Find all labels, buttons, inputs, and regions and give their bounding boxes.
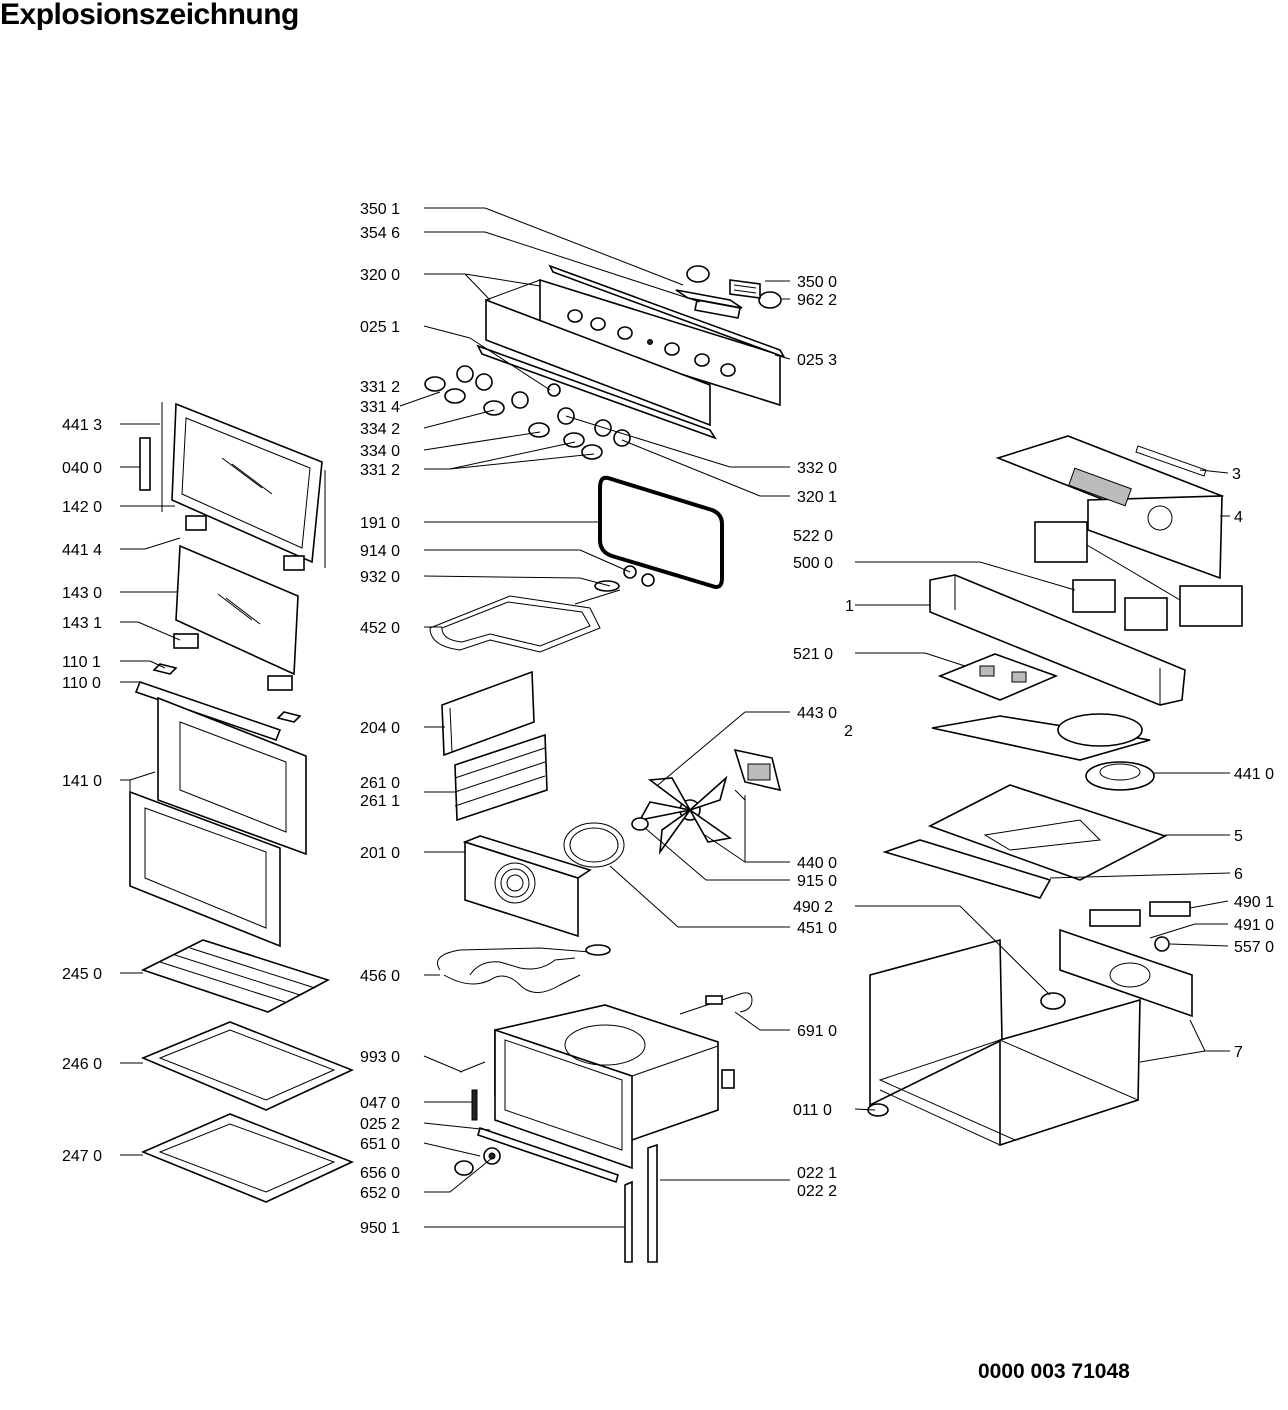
back-panel xyxy=(1059,901,1193,1018)
wire-shelf xyxy=(140,939,331,1013)
page-title: Explosionszeichnung xyxy=(0,0,299,31)
part-label: 456 0 xyxy=(360,968,400,985)
part-label: 022 1 xyxy=(797,1165,837,1182)
part-label: 5 xyxy=(1234,828,1243,845)
oven-cavity xyxy=(494,1004,735,1170)
part-label: 350 0 xyxy=(797,274,837,291)
part-label: 025 3 xyxy=(797,352,837,369)
part-label: 204 0 xyxy=(360,720,400,737)
part-label: 651 0 xyxy=(360,1136,400,1153)
part-label: 201 0 xyxy=(360,845,400,862)
top-heating-element xyxy=(429,565,655,653)
part-label: 2 xyxy=(844,723,853,740)
door-glass xyxy=(129,680,307,948)
part-label: 110 1 xyxy=(62,654,101,671)
side-runners xyxy=(454,733,548,822)
part-label: 022 2 xyxy=(797,1183,837,1200)
part-label: 331 2 xyxy=(360,379,400,396)
part-label: 491 0 xyxy=(1234,917,1274,934)
part-label: 247 0 xyxy=(62,1148,102,1165)
part-label: 320 1 xyxy=(797,489,837,506)
part-label: 246 0 xyxy=(62,1056,102,1073)
part-label: 500 0 xyxy=(793,555,833,572)
display-module xyxy=(675,265,782,319)
part-label: 441 0 xyxy=(1234,766,1274,783)
part-label: 950 1 xyxy=(360,1220,400,1237)
leader-lines xyxy=(120,207,1231,1228)
part-label: 143 1 xyxy=(62,615,102,632)
part-label: 332 0 xyxy=(797,460,837,477)
part-label: 011 0 xyxy=(793,1102,832,1119)
inner-glass xyxy=(152,544,302,723)
part-label: 334 0 xyxy=(360,443,400,460)
part-label: 490 2 xyxy=(793,899,833,916)
part-label: 261 0 xyxy=(360,775,400,792)
hinge-parts xyxy=(454,1061,658,1263)
part-label: 334 2 xyxy=(360,421,400,438)
part-label: 7 xyxy=(1234,1044,1243,1061)
part-label: 245 0 xyxy=(62,966,102,983)
part-label: 354 6 xyxy=(360,225,400,242)
part-label: 557 0 xyxy=(1234,939,1274,956)
door-frame xyxy=(139,402,326,571)
part-label: 1 xyxy=(845,598,854,615)
cooling-fan xyxy=(931,713,1155,791)
part-label: 691 0 xyxy=(797,1023,837,1040)
relay-board xyxy=(937,653,1059,701)
part-label: 440 0 xyxy=(797,855,837,872)
control-frame xyxy=(929,574,1186,706)
part-label: 441 4 xyxy=(62,542,102,559)
part-label: 040 0 xyxy=(62,460,102,477)
deep-tray xyxy=(140,1113,355,1203)
part-label: 914 0 xyxy=(360,543,400,560)
part-label: 443 0 xyxy=(797,705,837,722)
part-label: 915 0 xyxy=(797,873,837,890)
part-label: 652 0 xyxy=(360,1185,400,1202)
circular-element xyxy=(563,822,625,868)
part-label: 025 1 xyxy=(360,319,400,336)
fan-blade xyxy=(631,775,733,855)
part-label: 110 0 xyxy=(62,675,101,692)
top-panels xyxy=(882,784,1168,899)
part-label: 522 0 xyxy=(793,528,833,545)
part-label: 490 1 xyxy=(1234,894,1274,911)
top-cover xyxy=(995,435,1225,580)
part-label: 3 xyxy=(1232,466,1241,483)
part-label: 331 4 xyxy=(360,399,400,416)
thermostat-probe xyxy=(679,992,753,1015)
part-label: 6 xyxy=(1234,866,1243,883)
part-label: 656 0 xyxy=(360,1165,400,1182)
fan-housing xyxy=(462,835,592,938)
part-label: 4 xyxy=(1234,509,1243,526)
part-label: 331 2 xyxy=(360,462,400,479)
part-label: 047 0 xyxy=(360,1095,400,1112)
part-label: 261 1 xyxy=(360,793,400,810)
control-panel-fascia xyxy=(476,264,786,440)
part-label: 141 0 xyxy=(62,773,102,790)
electronics-boards xyxy=(1034,521,1243,631)
part-label: 143 0 xyxy=(62,585,102,602)
part-label: 993 0 xyxy=(360,1049,400,1066)
part-label: 521 0 xyxy=(793,646,833,663)
fan-motor xyxy=(733,748,782,801)
part-label: 932 0 xyxy=(360,569,400,586)
part-label: 320 0 xyxy=(360,267,400,284)
bottom-heating-element xyxy=(437,944,611,993)
door-seal xyxy=(598,475,724,589)
outer-chassis xyxy=(867,938,1141,1147)
rear-shield xyxy=(441,670,535,757)
part-label: 191 0 xyxy=(360,515,400,532)
part-label: 451 0 xyxy=(797,920,837,937)
baking-tray xyxy=(140,1021,355,1111)
document-number: 0000 003 71048 xyxy=(978,1360,1130,1383)
part-label: 350 1 xyxy=(360,201,400,218)
part-label: 142 0 xyxy=(62,499,102,516)
part-labels: 350 1 354 6 320 0 025 1 331 2 331 4 334 … xyxy=(62,201,1274,1237)
part-label: 025 2 xyxy=(360,1116,400,1133)
part-label: 441 3 xyxy=(62,417,102,434)
part-label: 962 2 xyxy=(797,292,837,309)
part-label: 452 0 xyxy=(360,620,400,637)
